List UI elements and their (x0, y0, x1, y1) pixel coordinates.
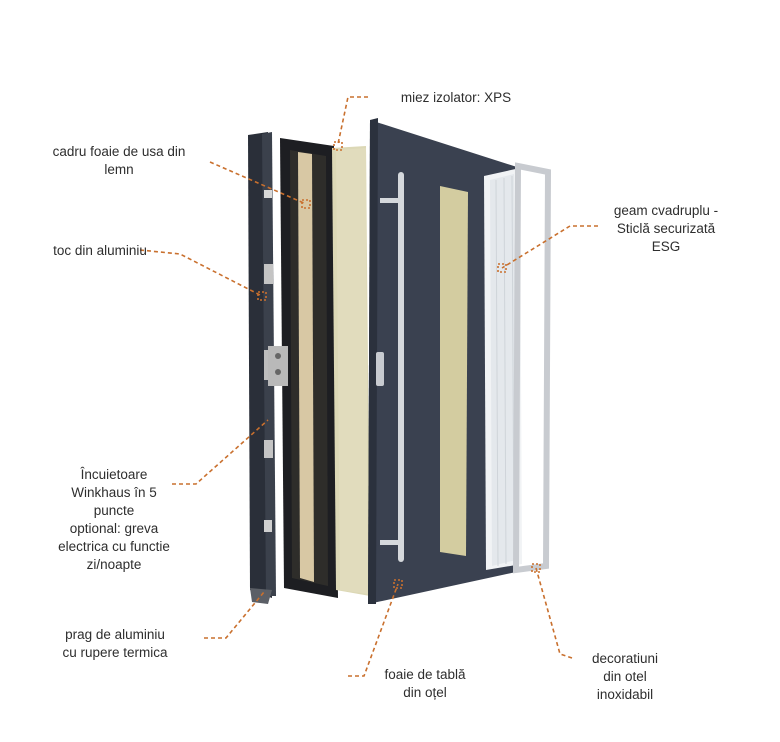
leader-cadru (209, 161, 307, 205)
label-decoratiuni: decoratiuni din otel inoxidabil (591, 651, 659, 702)
label-geam: geam cvadruplu - Sticlă securizată ESG (613, 203, 719, 254)
label-prag: prag de aluminiu cu rupere termica (62, 627, 168, 660)
label-cadru: cadru foaie de usa din lemn (52, 144, 186, 177)
leader-decoratiuni (535, 567, 573, 659)
label-incuietoare: Încuietoare Winkhaus în 5 puncte optiona… (58, 467, 170, 572)
label-foaie: foaie de tablă din oțel (384, 667, 466, 700)
leader-lines (139, 96, 598, 677)
leader-prag (204, 591, 265, 639)
stainless-steel-decoration-frame (512, 162, 552, 574)
label-xps: miez izolator: XPS (400, 90, 512, 105)
label-toc: toc din aluminiu (53, 243, 147, 258)
leader-xps (337, 96, 368, 145)
leader-geam (501, 225, 598, 269)
leader-foaie (348, 583, 399, 677)
steel-door-panel (368, 118, 520, 604)
leader-toc (139, 249, 263, 297)
leader-incuietoare (172, 419, 269, 485)
wooden-sash-frame (268, 138, 338, 598)
quadruple-glazing (484, 168, 522, 570)
